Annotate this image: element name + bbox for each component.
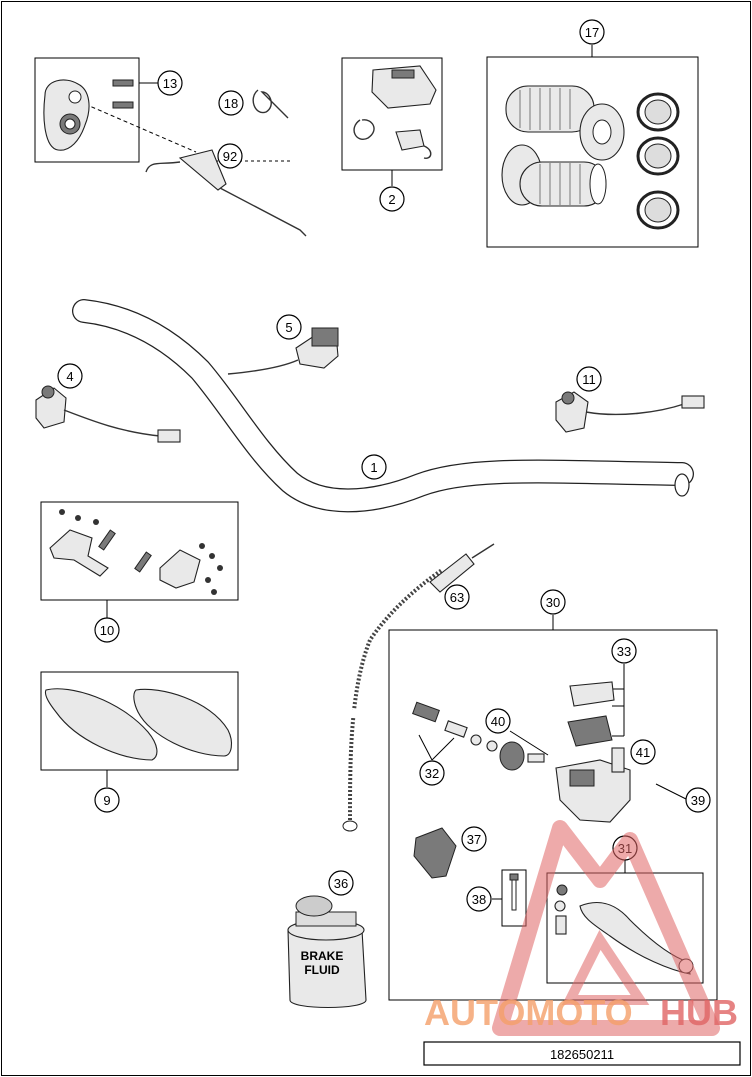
diagram-code-box xyxy=(423,1041,741,1066)
callout-39: 39 xyxy=(685,787,711,813)
callout-5: 5 xyxy=(276,314,302,340)
group-box-9 xyxy=(40,671,239,771)
callout-11: 11 xyxy=(576,366,602,392)
watermark-text-a: AUTOMOTO xyxy=(424,992,633,1033)
svg-text:37: 37 xyxy=(467,832,481,847)
svg-text:10: 10 xyxy=(100,623,114,638)
callout-63: 63 xyxy=(444,584,470,610)
callout-13: 13 xyxy=(157,70,183,96)
callout-2: 2 xyxy=(379,186,405,212)
svg-text:9: 9 xyxy=(103,793,110,808)
svg-text:13: 13 xyxy=(163,76,177,91)
svg-text:39: 39 xyxy=(691,793,705,808)
callout-40: 40 xyxy=(485,708,511,734)
svg-text:32: 32 xyxy=(425,766,439,781)
svg-text:5: 5 xyxy=(285,320,292,335)
kill-switch xyxy=(227,327,339,375)
svg-text:40: 40 xyxy=(491,714,505,729)
callout-37: 37 xyxy=(461,826,487,852)
grip-set xyxy=(501,85,680,230)
svg-text:33: 33 xyxy=(617,644,631,659)
callout-33: 33 xyxy=(611,638,637,664)
callout-9: 9 xyxy=(94,787,120,813)
cable-tie xyxy=(252,89,289,119)
handlebar xyxy=(72,299,694,513)
svg-text:36: 36 xyxy=(334,876,348,891)
group-box-13 xyxy=(34,57,140,163)
callout-30: 30 xyxy=(540,589,566,615)
callout-92: 92 xyxy=(217,143,243,169)
svg-text:18: 18 xyxy=(224,96,238,111)
callout-32: 32 xyxy=(419,760,445,786)
svg-text:11: 11 xyxy=(582,372,596,387)
brake-master-cylinder xyxy=(412,681,631,879)
map-switch xyxy=(353,65,437,159)
diagram-code: 182650211 xyxy=(550,1047,614,1062)
watermark-logo xyxy=(492,820,720,1036)
svg-text:41: 41 xyxy=(636,745,650,760)
svg-text:92: 92 xyxy=(223,149,237,164)
handguard-set xyxy=(44,688,233,761)
callout-41: 41 xyxy=(630,739,656,765)
svg-text:63: 63 xyxy=(450,590,464,605)
callout-18: 18 xyxy=(218,90,244,116)
bottle-label-line-2: FLUID xyxy=(304,963,340,977)
svg-text:4: 4 xyxy=(66,369,73,384)
throttle-housing xyxy=(43,79,134,151)
lever-bracket-set xyxy=(49,509,223,595)
callout-4: 4 xyxy=(57,363,83,389)
svg-text:30: 30 xyxy=(546,595,560,610)
svg-text:1: 1 xyxy=(370,460,377,475)
watermark-text-b: HUB xyxy=(660,992,738,1033)
right-switch xyxy=(555,391,705,433)
svg-text:2: 2 xyxy=(388,192,395,207)
callout-1: 1 xyxy=(361,454,387,480)
bottle-label-line-1: BRAKE xyxy=(301,949,344,963)
callout-38: 38 xyxy=(466,886,492,912)
group-box-38 xyxy=(501,869,527,927)
callout-36: 36 xyxy=(328,870,354,896)
group-box-10 xyxy=(40,501,239,601)
left-switch xyxy=(35,385,181,443)
callout-10: 10 xyxy=(94,617,120,643)
callout-17: 17 xyxy=(579,19,605,45)
throttle-cable xyxy=(145,149,307,237)
svg-text:38: 38 xyxy=(472,892,486,907)
brake-line xyxy=(342,543,495,832)
pivot-bolt xyxy=(509,873,519,911)
svg-text:17: 17 xyxy=(585,25,599,40)
brake-fluid-bottle: BRAKE FLUID xyxy=(287,895,367,1009)
